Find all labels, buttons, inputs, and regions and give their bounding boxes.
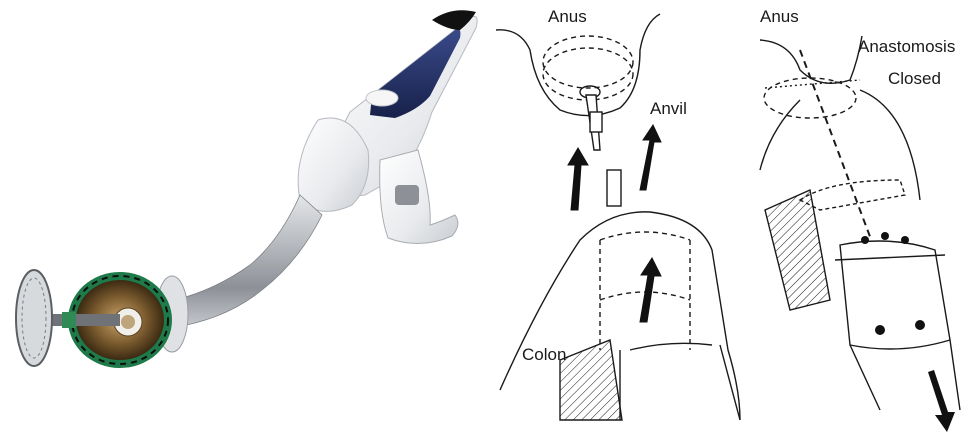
rectum-outline-right: [760, 36, 862, 83]
arrow-up-center: [640, 125, 661, 190]
stapler-photo: [0, 0, 500, 437]
label-colon: Colon: [522, 346, 566, 363]
handle-band: [366, 90, 398, 106]
label-closed: Closed: [888, 70, 941, 87]
label-anvil: Anvil: [650, 100, 687, 117]
arrow-up-colon: [640, 258, 661, 322]
diagram-left: [490, 0, 760, 437]
trocar: [607, 170, 621, 206]
anvil-disc: [16, 270, 52, 366]
trigger-hinge: [395, 185, 419, 205]
label-anus-left: Anus: [548, 8, 587, 25]
curved-shaft: [170, 195, 322, 328]
label-anus-right: Anus: [760, 8, 799, 25]
arrow-up-left: [568, 148, 588, 210]
purse-string: [543, 36, 633, 88]
rectum-outline: [496, 14, 660, 116]
label-anastomosis: Anastomosis: [858, 38, 955, 55]
diagram-right: [747, 0, 977, 437]
arrow-down: [928, 370, 955, 432]
